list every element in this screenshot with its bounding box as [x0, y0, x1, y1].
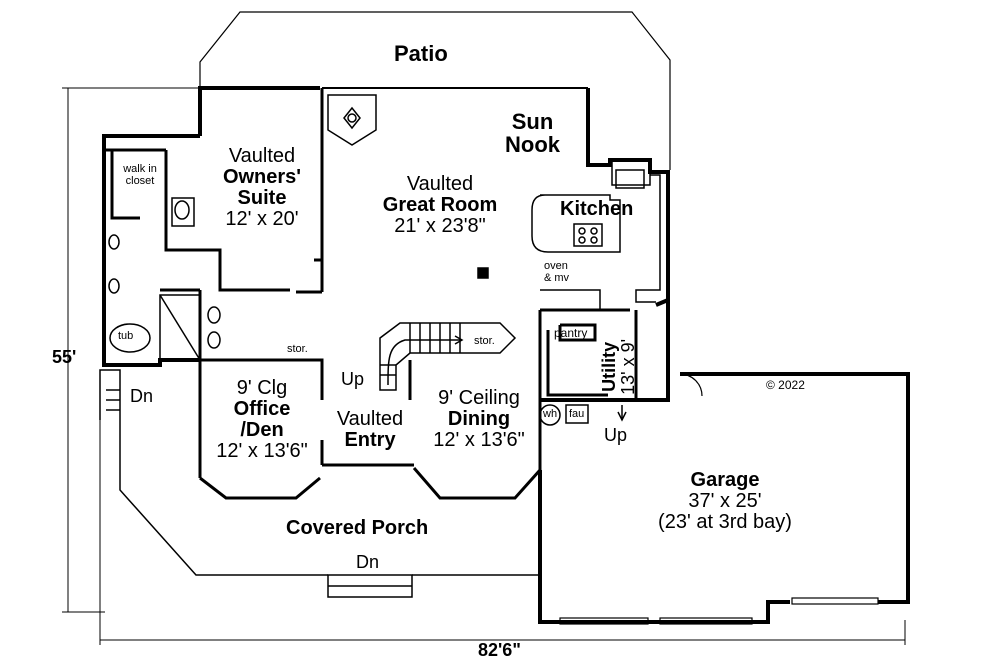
entry-line-1: Vaulted [336, 408, 404, 430]
sun-nook-line-1: Sun [511, 109, 554, 134]
entry-label: Vaulted Entry [328, 409, 412, 451]
owners-suite-line-4: 12' x 20' [225, 208, 299, 230]
up-utility-label: Up [604, 425, 628, 445]
utility-label: Utility 13' x 9' [599, 322, 638, 412]
great-room-line-3: 21' x 23'8" [394, 215, 486, 237]
garage-line-3: (23' at 3rd bay) [658, 511, 792, 533]
owners-suite-label: Vaulted Owners' Suite 12' x 20' [212, 146, 312, 230]
bath-fixtures [108, 197, 221, 361]
owners-suite-line-3: Suite [237, 187, 287, 209]
kitchen-counters [531, 160, 661, 310]
dining-label: 9' Ceiling Dining 12' x 13'6" [420, 388, 538, 451]
fireplace [327, 94, 377, 146]
entry-line-2: Entry [344, 429, 396, 451]
closet-line-1: walk in [123, 163, 157, 175]
dining-line-3: 12' x 13'6" [433, 429, 525, 451]
oven-line-2: & mv [544, 271, 570, 284]
office-line-4: 12' x 13'6" [216, 440, 308, 462]
sun-nook-label: Sun Nook [505, 110, 560, 156]
dining-line-1: 9' Ceiling [438, 387, 520, 409]
tub-label: tub [118, 330, 134, 342]
stor-label-1: stor. [287, 343, 308, 355]
pantry-label: pantry [554, 326, 588, 340]
office-line-3: /Den [240, 419, 284, 441]
fau-label: fau [569, 408, 585, 420]
utility-line-2: 13' x 9' [618, 338, 638, 395]
patio-label: Patio [394, 41, 448, 66]
bay-windows [199, 463, 542, 500]
porch-outline [99, 369, 540, 598]
great-room-label: Vaulted Great Room 21' x 23'8" [360, 174, 520, 237]
owners-suite-line-2: Owners' [222, 166, 302, 188]
copyright: © 2022 [766, 378, 805, 392]
covered-porch-label: Covered Porch [286, 517, 429, 539]
garage-label: Garage 37' x 25' (23' at 3rd bay) [640, 470, 810, 533]
sun-nook-line-2: Nook [505, 132, 560, 158]
interior-walls [104, 88, 638, 478]
stor-label-2: stor. [474, 335, 495, 347]
office-line-2: Office [233, 398, 291, 420]
patio-outline [199, 11, 671, 170]
up-stair-label: Up [341, 369, 365, 389]
dn-left-label: Dn [130, 386, 154, 406]
depth-dimension: 55' [52, 347, 77, 367]
utility-line-1: Utility [599, 341, 620, 392]
great-room-line-1: Vaulted [406, 173, 474, 195]
exterior-walls [102, 86, 910, 624]
closet-line-2: closet [125, 174, 155, 187]
garage-line-2: 37' x 25' [688, 490, 762, 512]
utility-markers [477, 267, 627, 426]
dining-line-2: Dining [447, 408, 511, 430]
office-line-1: 9' Clg [236, 377, 288, 399]
stairs [379, 322, 517, 391]
kitchen-label: Kitchen [560, 198, 634, 220]
walk-in-closet-label: walk in closet [118, 163, 162, 187]
garage-doors [559, 373, 879, 625]
dimension-lines [62, 87, 906, 645]
wh-label: wh [543, 408, 558, 420]
great-room-line-2: Great Room [382, 194, 498, 216]
dn-porch-label: Dn [356, 552, 380, 572]
oven-label: oven & mv [544, 260, 570, 284]
office-label: 9' Clg Office /Den 12' x 13'6" [212, 378, 312, 462]
oven-line-1: oven [544, 260, 568, 272]
width-dimension: 82'6" [478, 640, 521, 660]
owners-suite-line-1: Vaulted [228, 145, 296, 167]
garage-line-1: Garage [690, 469, 760, 491]
